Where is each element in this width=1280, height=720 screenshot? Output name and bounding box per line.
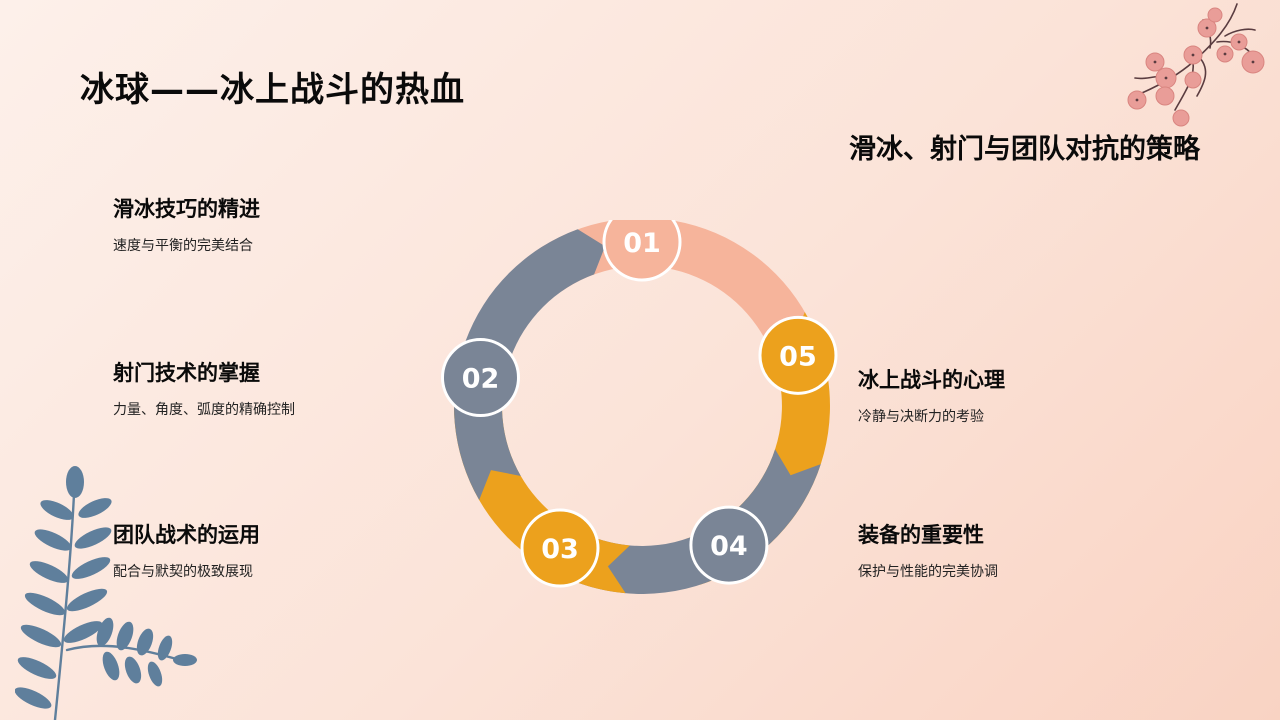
page-title: 冰球——冰上战斗的热血 (80, 70, 465, 110)
step-number-01: 01 (623, 228, 661, 259)
step-number-05: 05 (779, 341, 817, 372)
step-title: 滑冰技巧的精进 (113, 197, 260, 221)
step-description: 保护与性能的完美协调 (858, 564, 998, 580)
cycle-diagram: 01 05 04 03 02 (440, 220, 838, 594)
step-title: 射门技术的掌握 (113, 361, 260, 385)
step-text-03: 团队战术的运用 配合与默契的极致展现 (113, 519, 260, 581)
step-title: 团队战术的运用 (113, 523, 260, 547)
page-subtitle: 滑冰、射门与团队对抗的策略 (849, 134, 1200, 165)
step-badge-05 (758, 315, 838, 395)
cycle-segment-02 (453, 229, 606, 501)
step-description: 力量、角度、弧度的精确控制 (113, 402, 295, 418)
step-text-05: 冰上战斗的心理 冷静与决断力的考验 (858, 364, 1005, 426)
cycle-segment-01 (534, 220, 817, 364)
step-badge-01 (602, 220, 682, 282)
step-text-01: 滑冰技巧的精进 速度与平衡的完美结合 (113, 193, 260, 255)
cycle-badges: 01 05 04 03 02 (440, 220, 838, 588)
step-description: 速度与平衡的完美结合 (113, 238, 253, 254)
step-title: 冰上战斗的心理 (858, 368, 1005, 392)
step-number-04: 04 (710, 531, 748, 562)
step-badge-04 (689, 505, 769, 585)
step-badge-03 (520, 508, 600, 588)
step-badge-02 (440, 338, 520, 418)
step-description: 配合与默契的极致展现 (113, 564, 253, 580)
step-number-02: 02 (462, 364, 500, 395)
step-description: 冷静与决断力的考验 (858, 409, 984, 425)
step-text-04: 装备的重要性 保护与性能的完美协调 (858, 519, 998, 581)
step-title: 装备的重要性 (858, 523, 984, 547)
step-text-02: 射门技术的掌握 力量、角度、弧度的精确控制 (113, 357, 295, 419)
leaf-branch-icon (15, 466, 197, 720)
berry-branch-icon (1127, 3, 1265, 127)
step-number-03: 03 (541, 534, 579, 565)
